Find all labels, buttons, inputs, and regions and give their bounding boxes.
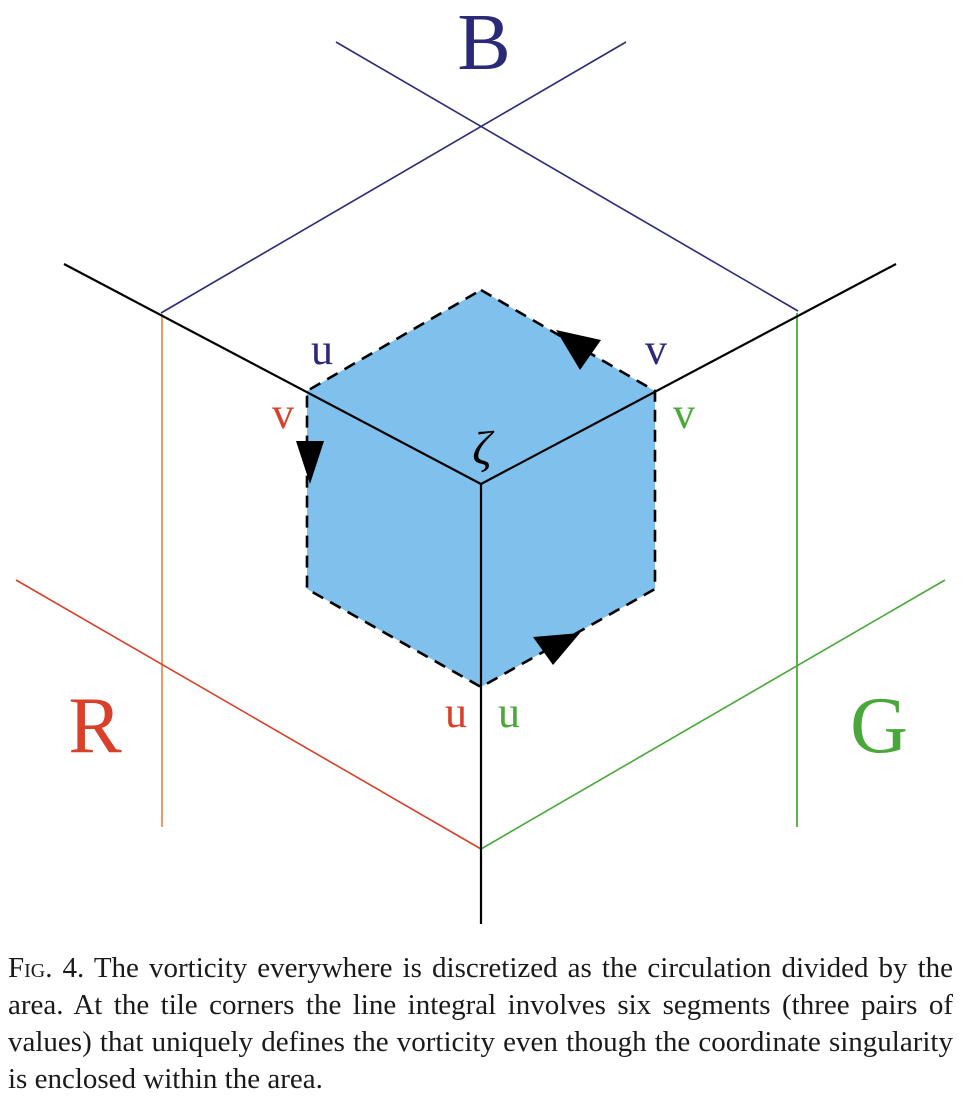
red-panel-lines bbox=[15, 314, 482, 850]
label-u-top-left: u bbox=[311, 325, 333, 374]
blue-line-b bbox=[160, 41, 627, 314]
label-u-bottom-right: u bbox=[498, 688, 520, 737]
corner-line-left bbox=[63, 263, 482, 485]
green-line-diagonal bbox=[480, 579, 946, 850]
panel-label-g: G bbox=[850, 682, 908, 770]
arrow-left bbox=[296, 441, 324, 484]
corner-line-right bbox=[480, 263, 897, 485]
vorticity-symbol: ζ bbox=[472, 422, 495, 475]
arrow-bottom-right bbox=[533, 633, 580, 665]
label-u-bottom-left: u bbox=[445, 688, 467, 737]
blue-panel-lines bbox=[160, 41, 799, 314]
arrow-top-right bbox=[556, 330, 601, 370]
label-v-left: v bbox=[272, 389, 294, 438]
red-line-diagonal bbox=[15, 579, 482, 850]
hexagon-boundary bbox=[305, 288, 657, 689]
label-v-top-right: v bbox=[645, 325, 667, 374]
caption-text: The vorticity everywhere is discretized … bbox=[8, 952, 953, 1095]
panel-label-r: R bbox=[68, 682, 122, 770]
vorticity-diagram: B R G ζ u v v v u u bbox=[15, 0, 946, 924]
figure-caption: Fig. 4. The vorticity everywhere is disc… bbox=[8, 950, 953, 1098]
circulation-arrows bbox=[296, 330, 601, 665]
green-panel-lines bbox=[480, 313, 946, 850]
figure-label: Fig. 4. bbox=[8, 952, 85, 984]
blue-line-a bbox=[335, 41, 799, 312]
tile-corner-lines bbox=[63, 263, 897, 924]
panel-label-b: B bbox=[457, 0, 510, 87]
label-v-right: v bbox=[673, 389, 695, 438]
